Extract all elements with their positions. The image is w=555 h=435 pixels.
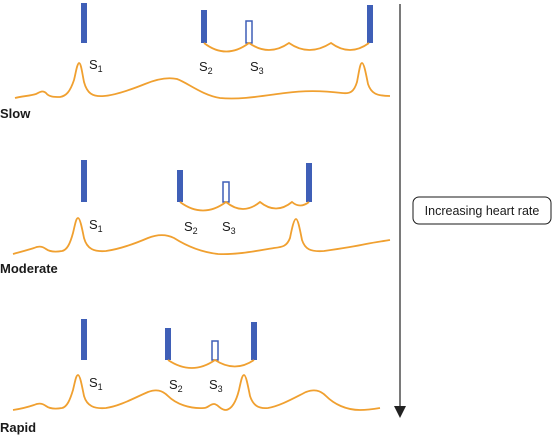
trace-rapid	[12, 374, 381, 411]
s1-bar-rapid	[81, 319, 87, 360]
s3-label-rapid: S3	[209, 377, 223, 394]
s1-bar-slow	[81, 3, 87, 43]
s2-bar-slow	[201, 10, 207, 43]
panel-rapid: S1 S2 S3 Rapid	[0, 319, 381, 435]
filling-arcs-slow	[203, 41, 370, 53]
s1-label-slow: S1	[89, 57, 103, 74]
side-label-text: Increasing heart rate	[425, 204, 540, 218]
side-label-box: Increasing heart rate	[412, 196, 552, 225]
s1-label-moderate: S1	[89, 217, 103, 234]
s1-bar-moderate	[81, 160, 87, 202]
s2-label-rapid: S2	[169, 377, 183, 394]
panel-slow: S1 S2 S3 Slow	[0, 3, 391, 121]
s1-label-rapid: S1	[89, 375, 103, 392]
trace-moderate	[12, 217, 391, 256]
filling-arcs-rapid	[167, 358, 255, 369]
rate-label-moderate: Moderate	[0, 261, 58, 276]
s1-bar-next-rapid	[251, 322, 257, 360]
s2-label-slow: S2	[199, 59, 213, 76]
s1-bar-next-moderate	[306, 163, 312, 202]
s3-label-moderate: S3	[222, 219, 236, 236]
s2-label-moderate: S2	[184, 219, 198, 236]
filling-arcs-moderate	[179, 200, 310, 212]
s2-bar-rapid	[165, 328, 171, 360]
panel-moderate: S1 S2 S3 Moderate	[0, 160, 391, 276]
s3-label-slow: S3	[250, 59, 264, 76]
rate-label-slow: Slow	[0, 106, 31, 121]
s3-bar-moderate	[222, 181, 230, 203]
rate-label-rapid: Rapid	[0, 420, 36, 435]
s2-bar-moderate	[177, 170, 183, 202]
trace-slow	[14, 62, 391, 100]
s3-bar-rapid	[211, 340, 219, 361]
s1-bar-next-slow	[367, 5, 373, 43]
s3-bar-slow	[245, 20, 253, 44]
